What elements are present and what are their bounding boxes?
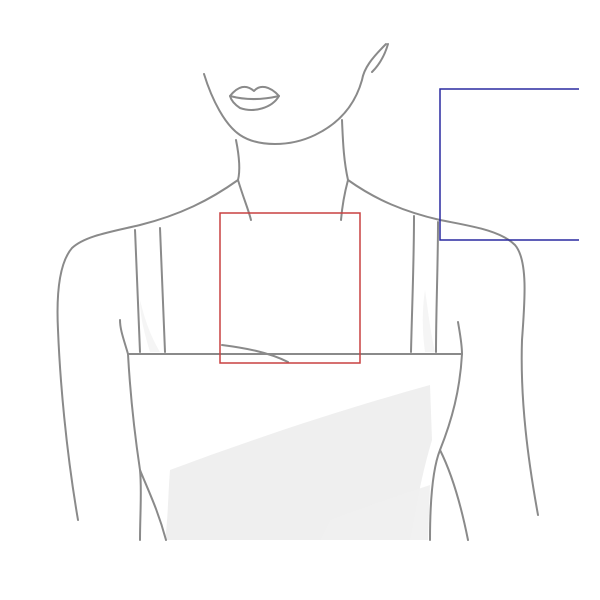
center-chest-highlight-box xyxy=(219,212,361,364)
neck-base-left xyxy=(237,179,252,221)
ear-hint xyxy=(371,43,389,73)
lip-line xyxy=(229,95,280,100)
top-left-side xyxy=(127,353,142,541)
underarm-right xyxy=(457,321,463,355)
top-right-side xyxy=(429,353,463,541)
jaw-line xyxy=(203,43,387,145)
shoulder-highlight-box xyxy=(439,88,579,241)
arm-right-inner xyxy=(439,449,469,541)
right-strap-shading xyxy=(422,290,435,352)
top-shading-deep xyxy=(320,485,430,540)
chest-fold xyxy=(221,344,289,363)
right-strap-inner xyxy=(410,215,415,353)
neck-left xyxy=(235,139,241,181)
left-strap-inner xyxy=(159,227,166,353)
top-shading xyxy=(165,385,432,540)
right-strap-outer xyxy=(435,221,439,353)
right-shoulder xyxy=(347,179,539,516)
underarm-left xyxy=(119,319,129,355)
neck-right xyxy=(341,119,349,181)
neck-base-right xyxy=(340,179,349,221)
arm-left-inner xyxy=(139,469,167,541)
left-strap-shading xyxy=(140,300,160,352)
left-shoulder xyxy=(56,179,239,521)
left-strap-outer xyxy=(134,229,141,353)
